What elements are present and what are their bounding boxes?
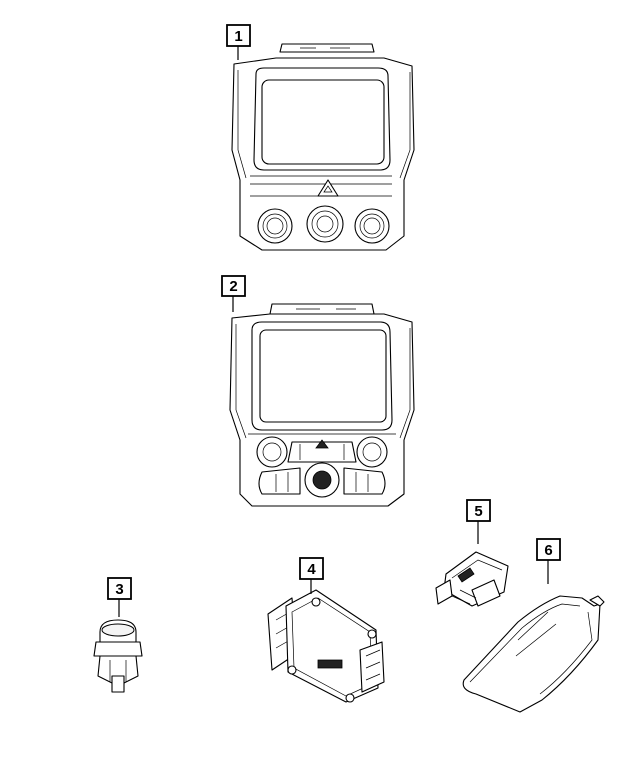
part-3-usb-module — [93, 619, 143, 693]
knob-right — [354, 208, 390, 244]
callout-1: 1 — [226, 24, 251, 60]
callout-5-label: 5 — [474, 503, 482, 520]
callout-2-label: 2 — [229, 278, 237, 295]
part-1-radio-panel — [231, 43, 415, 251]
callout-2: 2 — [221, 275, 246, 312]
callout-3: 3 — [107, 577, 132, 617]
callout-6-label: 6 — [544, 542, 552, 559]
callout-5: 5 — [466, 499, 491, 544]
callout-4-label: 4 — [307, 561, 316, 578]
part-6-bezel — [462, 595, 605, 713]
control-cluster — [256, 436, 388, 498]
part-2-radio-panel — [229, 303, 415, 507]
callout-6: 6 — [536, 538, 561, 584]
knob-center — [306, 205, 344, 243]
callout-3-label: 3 — [115, 581, 123, 598]
part-5-usb-hub — [435, 551, 509, 607]
part-4-control-module — [267, 589, 385, 703]
callout-4: 4 — [299, 557, 324, 594]
callout-1-label: 1 — [234, 28, 242, 45]
knob-left — [257, 208, 293, 244]
